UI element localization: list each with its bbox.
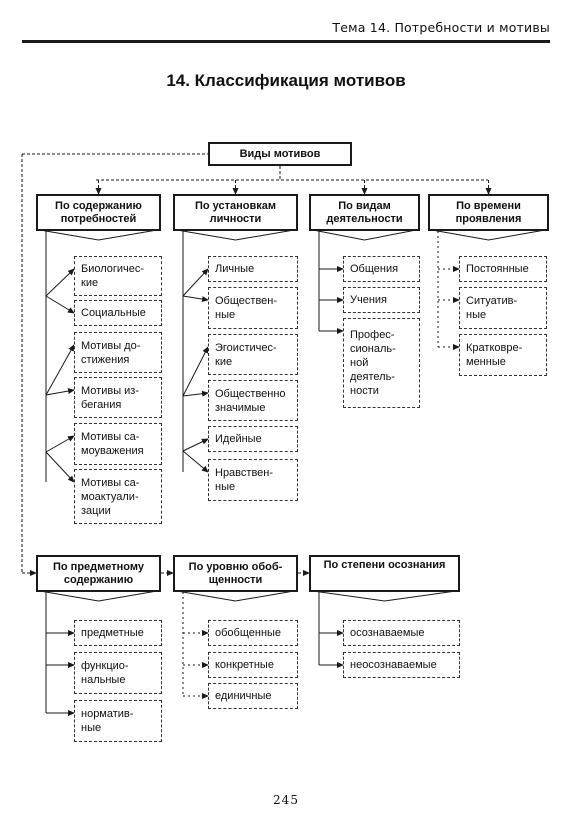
motive-item-кратковременные: Кратковре- менные: [459, 334, 547, 376]
motive-item-биологические: Биологичес- кие: [74, 256, 162, 296]
motive-item-функциональные: функцио- нальные: [74, 652, 162, 694]
running-header: Тема 14. Потребности и мотивы: [332, 20, 550, 35]
item-arrow-2-4: [182, 390, 209, 397]
motive-item-ситуативные: Ситуатив- ные: [459, 287, 547, 329]
motive-item-личные: Личные: [208, 256, 298, 282]
motive-item-осознаваемые: осознаваемые: [343, 620, 460, 646]
motive-item-обобщенные: обобщенные: [208, 620, 298, 646]
category-по-степени-осознания: По степени осознания: [309, 555, 460, 592]
item-arrow-2-3: [182, 346, 209, 397]
item-arrow-1-6: [45, 451, 75, 483]
page-number: 245: [273, 793, 299, 807]
category-chevron-6: [176, 590, 295, 602]
motive-item-мотивы-достижения: Мотивы до- стижения: [74, 332, 162, 373]
motive-item-эгоистические: Эгоистичес- кие: [208, 334, 298, 375]
category-по-уровню-обобщенности: По уровню обоб- щенности: [173, 555, 298, 592]
motive-item-социальные: Социальные: [74, 300, 162, 326]
motive-item-учения: Учения: [343, 287, 420, 313]
category-по-временипроявления: По времени проявления: [428, 194, 549, 231]
category-chevron-2: [176, 229, 295, 241]
motive-item-неосознаваемые: неосознаваемые: [343, 652, 460, 678]
category-по-содержаниюпотребностей: По содержанию потребностей: [36, 194, 161, 231]
category-по-видамдеятельности: По видам деятельности: [309, 194, 420, 231]
category-chevron-1: [39, 229, 158, 241]
motive-item-профессиональнойдеятельности: Профес- сиональ- ной деятель- ности: [343, 318, 420, 408]
item-arrow-2-1: [182, 268, 209, 297]
root-node-motive-types: Виды мотивов: [208, 142, 352, 166]
motive-item-нормативные: норматив- ные: [74, 700, 162, 742]
header-rule: [22, 40, 550, 43]
item-arrow-1-5: [45, 435, 75, 453]
motive-item-мотивы-самоактуализации: Мотивы са- моактуали- зации: [74, 469, 162, 524]
motive-item-мотивы-самоуважения: Мотивы са- моуважения: [74, 423, 162, 465]
category-по-предметномусодержанию: По предметному содержанию: [36, 555, 161, 592]
item-arrow-1-3: [45, 344, 75, 396]
item-arrow-1-1: [45, 268, 75, 297]
item-arrow-1-2: [45, 295, 75, 314]
category-chevron-7: [312, 590, 457, 602]
category-chevron-4: [431, 229, 546, 241]
category-chevron-5: [39, 590, 158, 602]
motive-item-мотивы-избегания: Мотивы из- бегания: [74, 377, 162, 418]
item-arrow-2-2: [182, 295, 209, 303]
connector-lines: [21, 153, 546, 716]
item-arrow-2-5: [182, 438, 209, 452]
motive-item-конкретные: конкретные: [208, 652, 298, 678]
motive-item-постоянные: Постоянные: [459, 256, 547, 282]
motive-item-общения: Общения: [343, 256, 420, 282]
category-chevron-3: [312, 229, 417, 241]
motive-item-общественнозначимые: Общественно значимые: [208, 380, 298, 421]
category-по-установкамличности: По установкам личности: [173, 194, 298, 231]
motive-item-предметные: предметные: [74, 620, 162, 646]
motive-item-единичные: единичные: [208, 683, 298, 709]
item-arrow-2-6: [182, 450, 209, 473]
item-arrow-1-4: [45, 388, 75, 396]
motive-item-идейные: Идейные: [208, 426, 298, 452]
motive-item-общественные: Обществен- ные: [208, 287, 298, 329]
page-title: 14. Классификация мотивов: [166, 71, 406, 90]
motive-item-нравственные: Нравствен- ные: [208, 459, 298, 501]
